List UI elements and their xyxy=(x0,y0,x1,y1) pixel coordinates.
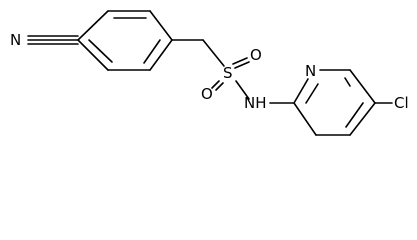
ring-bond xyxy=(293,78,309,104)
c-s-bond xyxy=(202,39,225,67)
pyridine-n-label: N xyxy=(305,62,316,80)
amide-nh-label: NH xyxy=(244,94,267,112)
molecule-structure: N S O O NH N Cl xyxy=(10,10,409,136)
nitrile-group xyxy=(27,35,79,45)
s-o-double-c xyxy=(211,80,220,89)
s-o-double-d xyxy=(215,82,224,91)
ring-double-bond xyxy=(143,39,161,64)
s-o-double-a xyxy=(232,57,248,65)
oxygen-upper-label: O xyxy=(250,46,262,64)
ring-bond xyxy=(349,69,376,104)
ring-bond xyxy=(149,10,173,41)
ring-bond xyxy=(349,102,376,136)
oxygen-lower-label: O xyxy=(201,85,213,103)
ring-bond xyxy=(77,39,109,71)
nitrile-n-label: N xyxy=(10,31,21,49)
ring-double-bond xyxy=(344,77,351,87)
pyridine-ring xyxy=(293,69,393,136)
ring-double-bond xyxy=(305,83,319,104)
ring-bond xyxy=(149,39,173,71)
s-n-bond xyxy=(235,80,250,100)
ring-double-bond xyxy=(88,39,113,63)
ring-double-bond xyxy=(345,102,364,128)
sulfur-label: S xyxy=(223,64,233,82)
ring-bond xyxy=(77,10,109,41)
benzene-ring xyxy=(77,10,173,71)
s-o-double-b xyxy=(234,61,250,69)
sulfonamide-linker xyxy=(171,39,295,104)
chlorine-label: Cl xyxy=(394,94,409,112)
ring-bond xyxy=(293,102,317,136)
